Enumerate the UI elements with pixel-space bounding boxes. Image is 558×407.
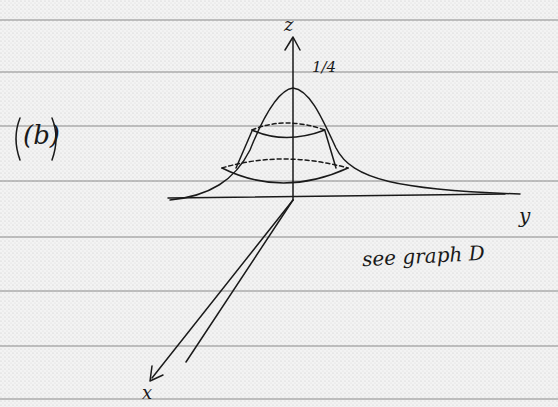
surface-line [325,131,336,168]
axis-label: y [519,206,530,226]
part-label: (b) [23,122,60,148]
surface-profile [170,88,520,200]
axis-label: x [142,384,152,402]
bracket [16,118,20,160]
level-curve [222,168,348,183]
x-axis [152,200,293,378]
ruled-lines [0,20,558,399]
level-curve [252,130,325,138]
note: see graph D [362,243,486,269]
arrowhead [150,366,163,381]
guide-line [186,200,293,362]
axis-label: z [284,16,293,34]
value-label: 1/4 [312,60,336,75]
surface-line [236,131,252,168]
level-curve [252,123,325,130]
y-axis [168,194,505,198]
arrowhead [285,37,300,50]
z-axis [292,38,294,200]
level-curve [222,159,348,168]
